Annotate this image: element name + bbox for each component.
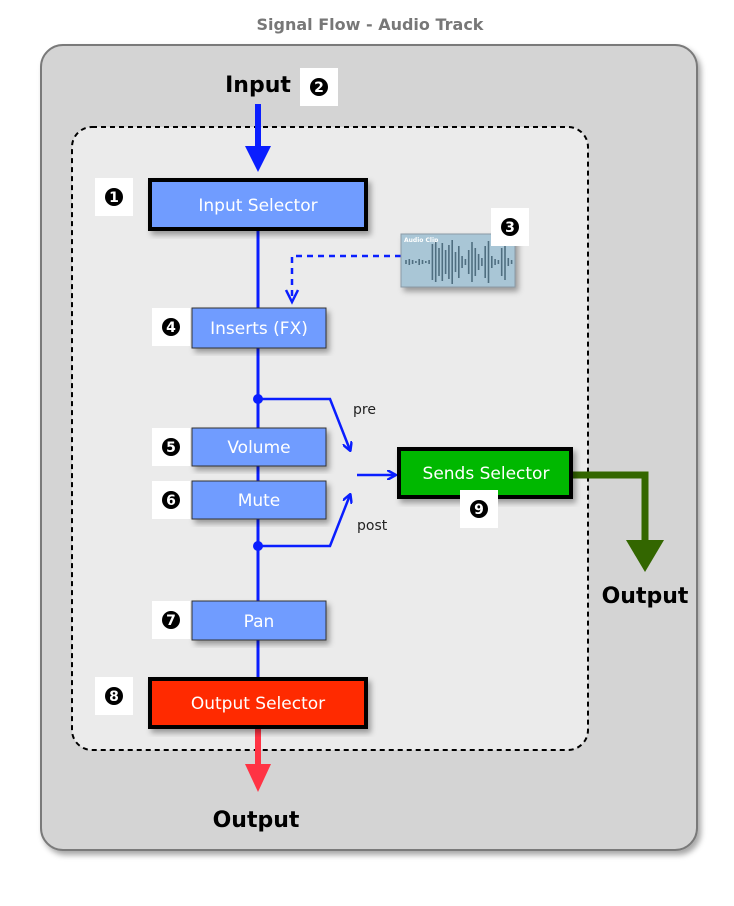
output-selector-block[interactable]: Output Selector [148,677,368,729]
badge-number: 3 [505,220,515,236]
input-arrow [245,104,271,172]
svg-text:Output Selector: Output Selector [191,694,325,714]
badge-number: 6 [166,493,176,509]
sends-selector-block[interactable]: Sends Selector [397,447,573,499]
badge-number: 2 [314,80,324,96]
waveform [405,240,513,284]
sends-output-arrow [568,471,664,572]
step-badge-1: 1 [95,178,133,216]
input-label: Input [225,73,291,98]
svg-text:Mute: Mute [238,491,281,511]
step-badge-8: 8 [95,677,133,715]
badge-number: 9 [474,502,484,518]
badge-number: 4 [166,320,176,336]
step-badge-2: 2 [300,68,338,106]
badge-number: 8 [109,689,119,705]
input-selector-block[interactable]: Input Selector [148,178,368,231]
sends-output-label: Output [602,584,689,609]
volume-block[interactable]: Volume [191,427,327,467]
badge-number: 7 [166,613,176,629]
svg-text:Inserts (FX): Inserts (FX) [210,319,308,339]
main-output-label: Output [213,808,300,833]
audio-clip-label: Audio Clip [404,237,439,244]
step-badge-3: 3 [491,208,529,246]
badge-number: 5 [166,440,176,456]
pre-send-path [258,397,350,450]
diagram-title: Signal Flow - Audio Track [257,15,484,34]
main-output-arrow [245,729,271,792]
pan-block[interactable]: Pan [191,600,327,641]
svg-text:Input Selector: Input Selector [198,196,317,216]
step-badge-7: 7 [152,601,190,639]
post-send-path [258,495,350,548]
badge-number: 1 [109,190,119,206]
post-label: post [357,518,388,534]
pre-label: pre [353,402,376,418]
step-badge-4: 4 [152,308,190,346]
audio-clip-connector [290,254,401,298]
step-badge-6: 6 [152,481,190,519]
step-badge-5: 5 [152,428,190,466]
step-badge-9: 9 [460,490,498,528]
svg-text:Pan: Pan [244,612,275,632]
mute-block[interactable]: Mute [191,480,327,520]
svg-text:Sends Selector: Sends Selector [423,464,550,484]
inserts-block[interactable]: Inserts (FX) [191,307,327,349]
svg-text:Volume: Volume [227,438,290,458]
